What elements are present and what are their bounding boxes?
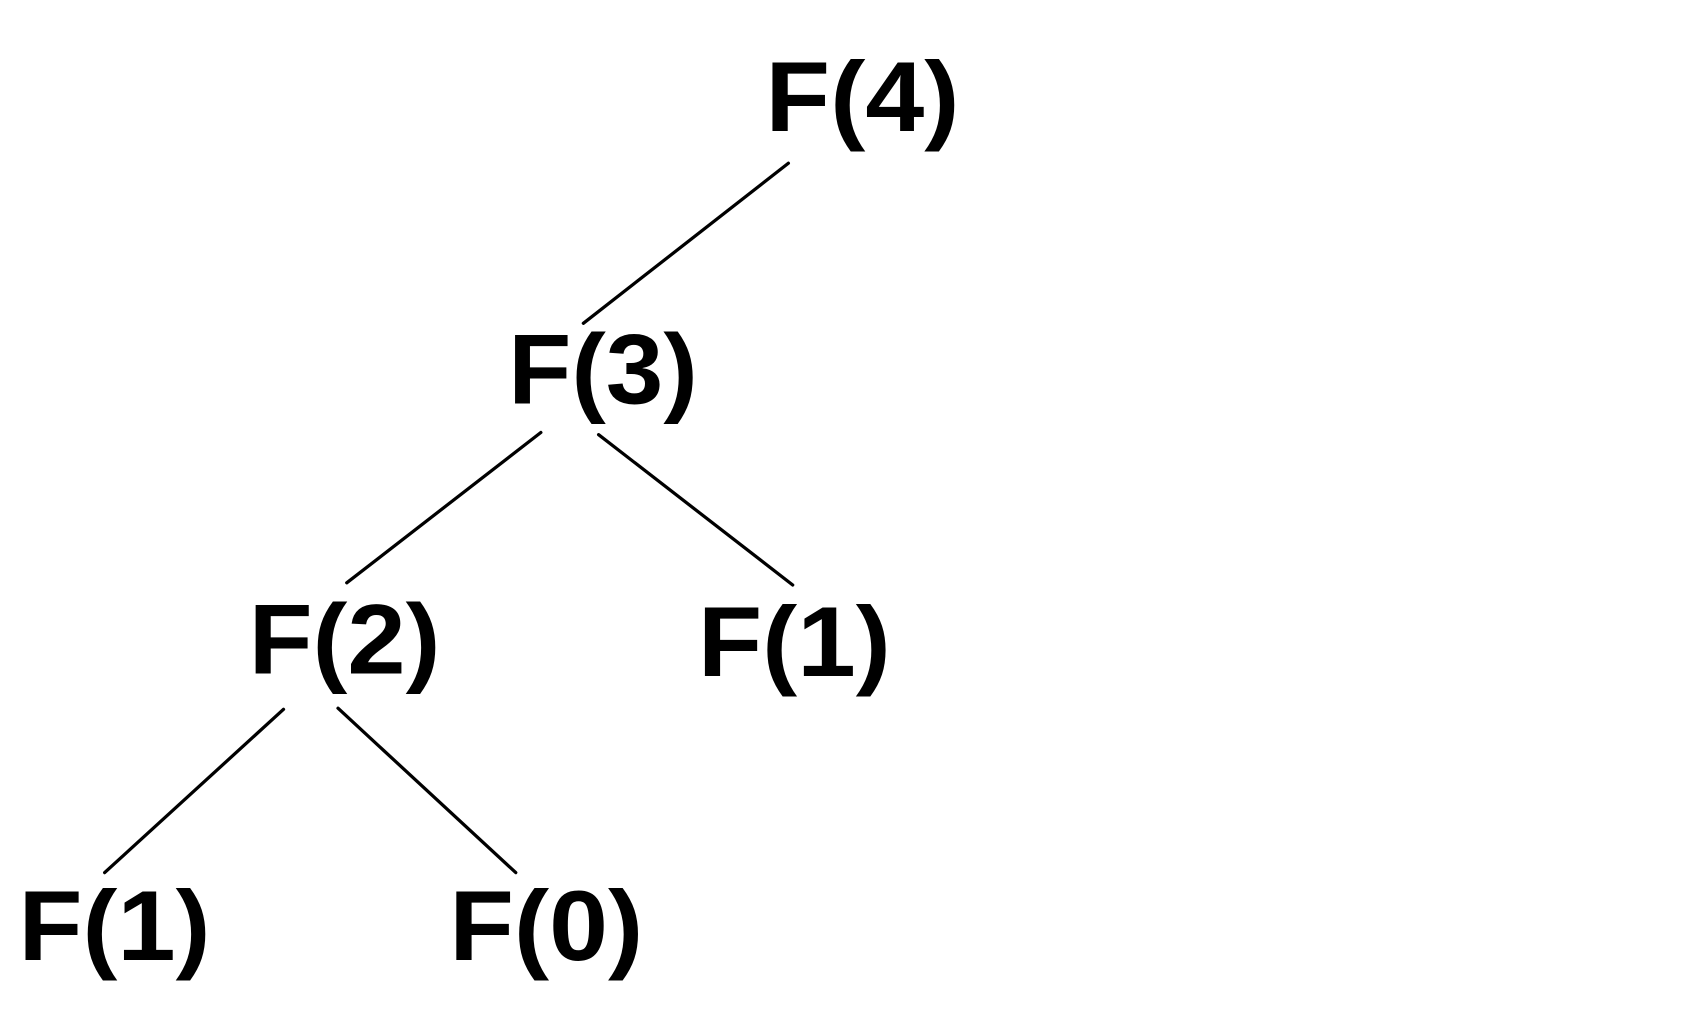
node-f3: F(3) xyxy=(508,315,698,426)
node-f1-leaf: F(1) xyxy=(19,872,211,983)
node-f2: F(2) xyxy=(249,585,441,696)
node-f1-right: F(1) xyxy=(698,587,891,698)
edge-f3-f2 xyxy=(345,430,543,585)
node-f4: F(4) xyxy=(765,42,959,153)
edge-f2-f0 xyxy=(336,706,518,875)
node-f0-leaf: F(0) xyxy=(449,872,643,983)
edge-f3-f1 xyxy=(596,433,795,587)
edge-f2-f1 xyxy=(103,707,286,875)
edge-f4-f3 xyxy=(581,161,790,325)
